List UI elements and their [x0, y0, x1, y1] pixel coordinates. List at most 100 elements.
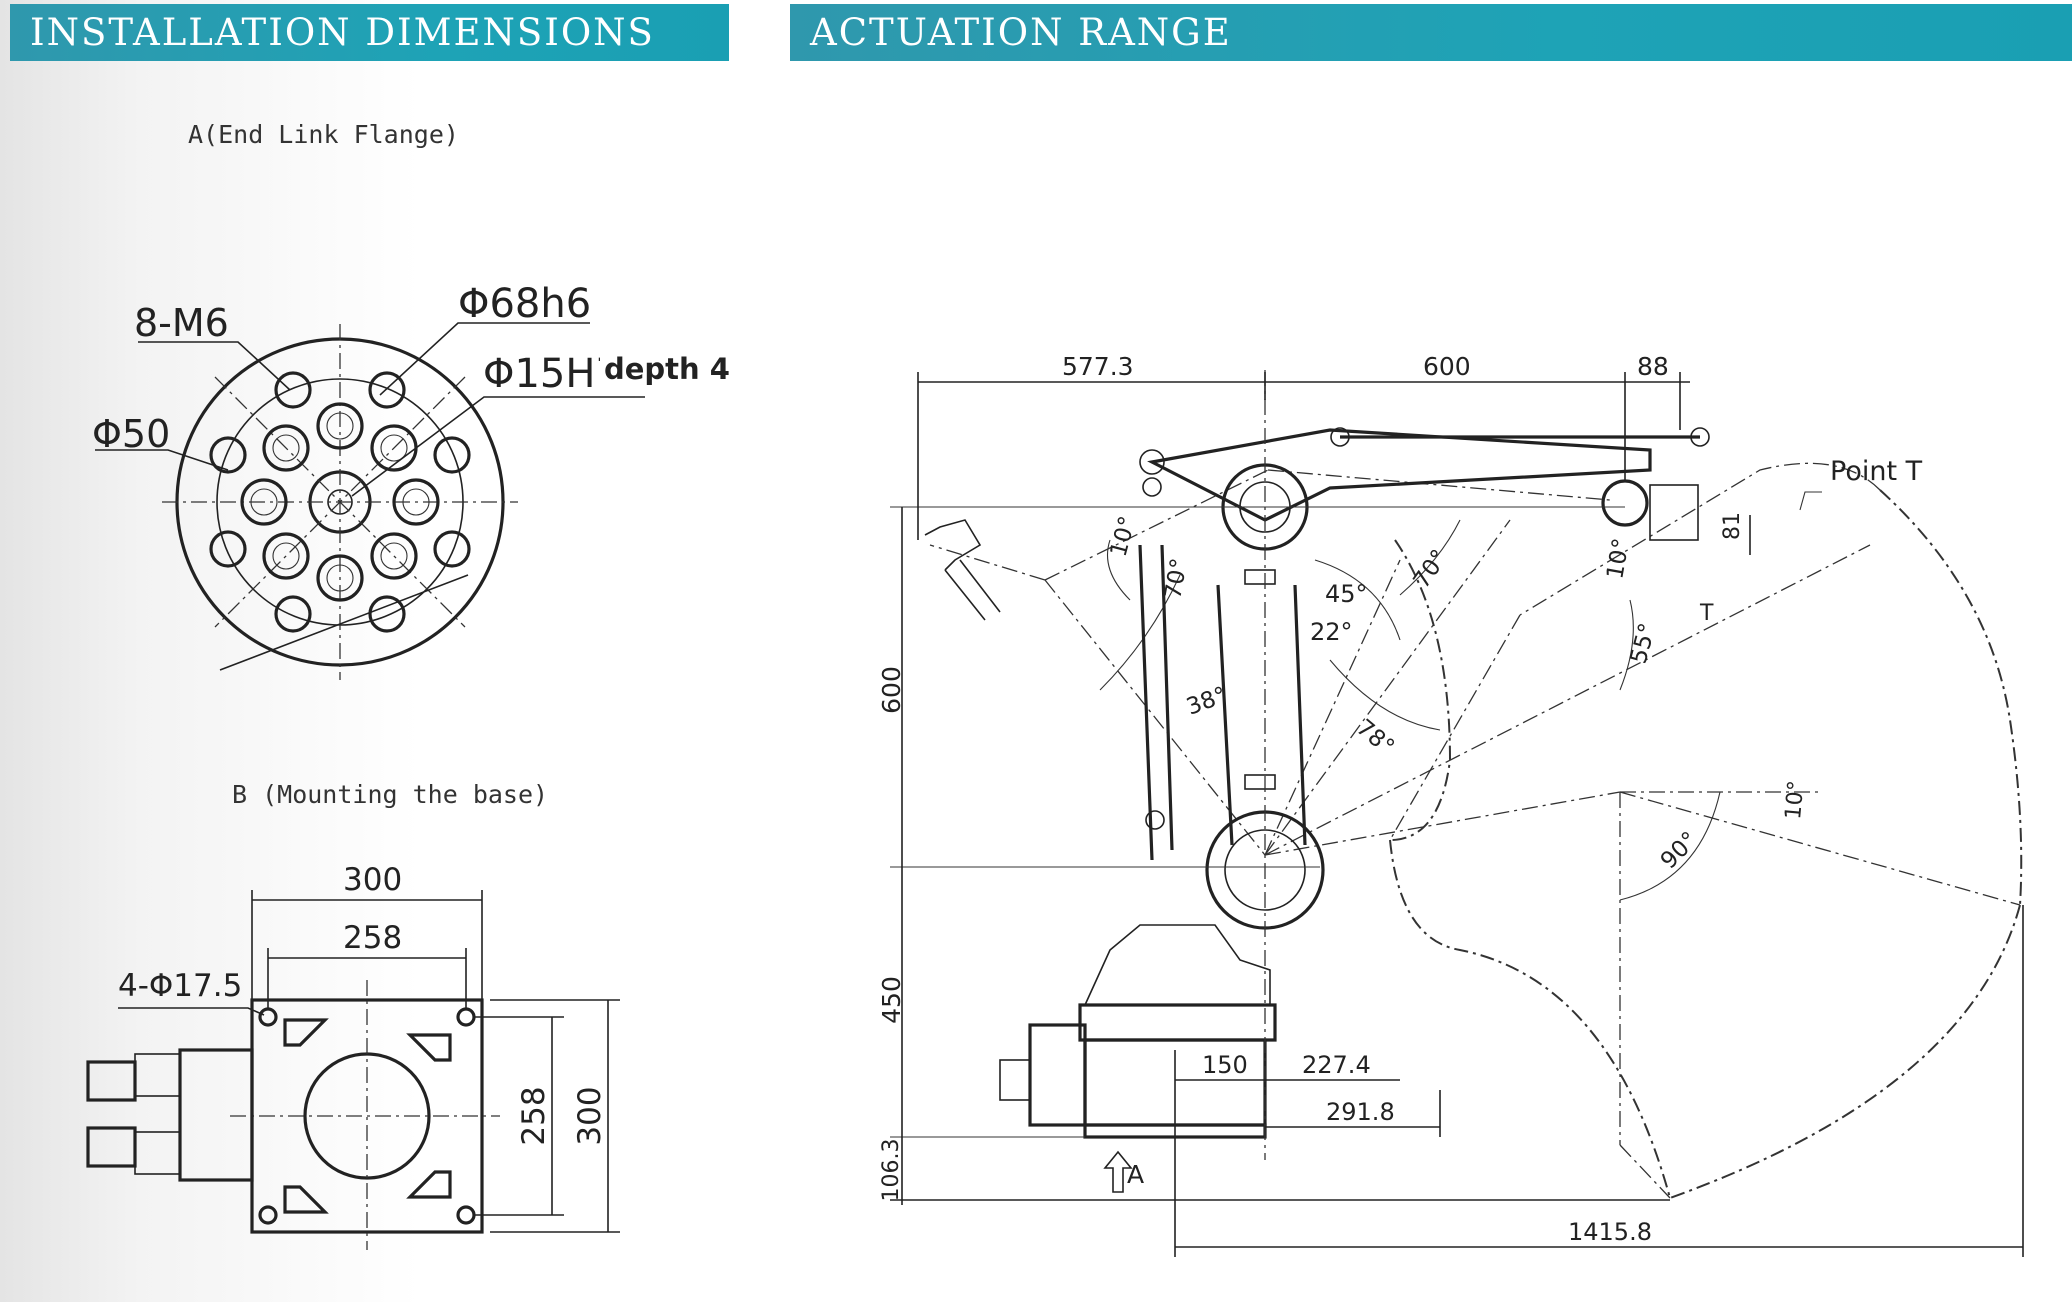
label-t-mark: T — [1699, 601, 1714, 626]
flange-m6-hole — [209, 530, 247, 568]
base-motor-connector — [134, 1053, 181, 1097]
flange-bolt — [262, 424, 310, 472]
leader-outer — [219, 574, 469, 671]
robot-link-pin — [1142, 477, 1162, 497]
flange-bolt — [326, 412, 354, 440]
robot-slot — [1244, 774, 1276, 790]
label-81: 81 — [1720, 512, 1745, 540]
robot-motor-cap — [999, 1059, 1031, 1101]
label-227: 227.4 — [1302, 1051, 1371, 1079]
label-106: 106.3 — [879, 1139, 904, 1202]
leader-15h7 — [351, 396, 645, 497]
label-angle-55: 55° — [1626, 620, 1662, 666]
flange-bolt — [380, 542, 408, 570]
reach-line — [1264, 519, 1511, 856]
base-pocket — [406, 1170, 452, 1199]
flange-bolt — [380, 434, 408, 462]
flange-m6-hole — [368, 371, 406, 409]
label-291: 291.8 — [1326, 1098, 1395, 1126]
label-angle-90: 90° — [1656, 827, 1703, 874]
label-angle-45: 45° — [1325, 580, 1368, 608]
robot-link-pin — [1145, 810, 1165, 830]
range-envelope-mid — [1389, 539, 1452, 841]
robot-joint-lower-inner — [1224, 829, 1306, 911]
leader-point-t — [1799, 491, 1822, 511]
robot-end-flange — [1649, 484, 1699, 541]
label-1415: 1415.8 — [1568, 1218, 1652, 1246]
label-angle-70a: 70° — [1160, 556, 1193, 601]
base-hole — [456, 1007, 476, 1027]
flange-axis-d2 — [214, 376, 466, 628]
label-50: Φ50 — [92, 412, 170, 456]
range-envelope-outer — [1879, 489, 2023, 906]
label-base-258: 258 — [343, 920, 402, 956]
robot-slot — [1244, 569, 1276, 585]
label-depth: depth 4 — [604, 352, 730, 386]
label-600-side: 600 — [877, 666, 906, 714]
base-pocket — [406, 1033, 452, 1062]
label-68h6: Φ68h6 — [458, 281, 591, 327]
flange-bolt — [370, 532, 418, 580]
flange-m6-hole — [209, 436, 247, 474]
base-pocket — [283, 1185, 329, 1214]
base-motor — [86, 1060, 137, 1102]
angle-arc — [1314, 559, 1401, 641]
flange-bolt — [316, 554, 364, 602]
robot-motor — [1028, 1023, 1087, 1127]
leader-175 — [118, 1007, 265, 1016]
flange-bolt — [392, 478, 440, 526]
label-88: 88 — [1637, 352, 1669, 381]
base-drawing: 300 258 4-Φ17.5 258 300 — [86, 862, 620, 1250]
label-angle-10b: 10° — [1602, 536, 1635, 581]
depth-label-bg — [600, 351, 726, 387]
view-a-arrow — [1103, 1150, 1133, 1193]
flange-drawing: 8-M6 Φ68h6 Φ15H7 depth 4 Φ50 — [92, 281, 730, 680]
robot-upright-link — [1216, 584, 1307, 846]
base-motor-housing — [178, 1048, 254, 1182]
label-15h7: Φ15H7 — [483, 351, 621, 397]
flange-bolt — [250, 488, 278, 516]
range-line — [1389, 614, 1521, 841]
robot-base-plate — [1078, 1003, 1277, 1042]
label-base-holes: 4-Φ17.5 — [118, 968, 242, 1004]
section-header-actuation: ACTUATION RANGE — [790, 4, 2072, 61]
label-577: 577.3 — [1062, 352, 1134, 381]
flange-m6-hole — [274, 595, 312, 633]
flange-m6-hole — [368, 595, 406, 633]
reach-line — [1264, 791, 1621, 856]
angle-arc — [1619, 599, 1634, 691]
label-angle-70b: 70° — [1409, 545, 1454, 593]
range-line — [1519, 462, 1881, 616]
flange-bolt — [272, 542, 300, 570]
section-header-installation: INSTALLATION DIMENSIONS — [10, 4, 729, 61]
robot-wrist — [1601, 479, 1649, 527]
flange-bolt — [402, 488, 430, 516]
robot-retracted-wrist — [924, 519, 982, 571]
range-envelope-inner — [1389, 839, 1671, 1199]
label-base-300: 300 — [343, 862, 402, 898]
flange-bolt — [272, 434, 300, 462]
range-line — [1619, 1144, 1671, 1199]
flange-m6-hole — [433, 436, 471, 474]
reach-line — [1264, 544, 1871, 856]
reach-line — [1044, 469, 1269, 581]
flange-bolt — [262, 532, 310, 580]
label-600-top: 600 — [1423, 352, 1471, 381]
label-point-t: Point T — [1830, 456, 1923, 487]
robot-pin — [1690, 427, 1710, 447]
flange-caption: A(End Link Flange) — [188, 120, 459, 149]
flange-bolt — [316, 402, 364, 450]
label-angle-22: 22° — [1310, 618, 1353, 646]
leader-50 — [95, 449, 229, 471]
robot-retracted-link — [944, 559, 1001, 621]
label-8m6: 8-M6 — [134, 301, 229, 345]
label-angle-10c: 10° — [1781, 779, 1809, 820]
robot-pin — [1139, 449, 1165, 475]
base-hole — [258, 1205, 278, 1225]
actuation-drawing: 577.3 600 88 Point T 81 T 600 450 106.3 … — [877, 352, 2024, 1257]
label-450: 450 — [877, 976, 906, 1024]
angle-arc-90 — [1619, 791, 1721, 901]
flange-bolt — [240, 478, 288, 526]
base-caption: B (Mounting the base) — [232, 780, 549, 809]
